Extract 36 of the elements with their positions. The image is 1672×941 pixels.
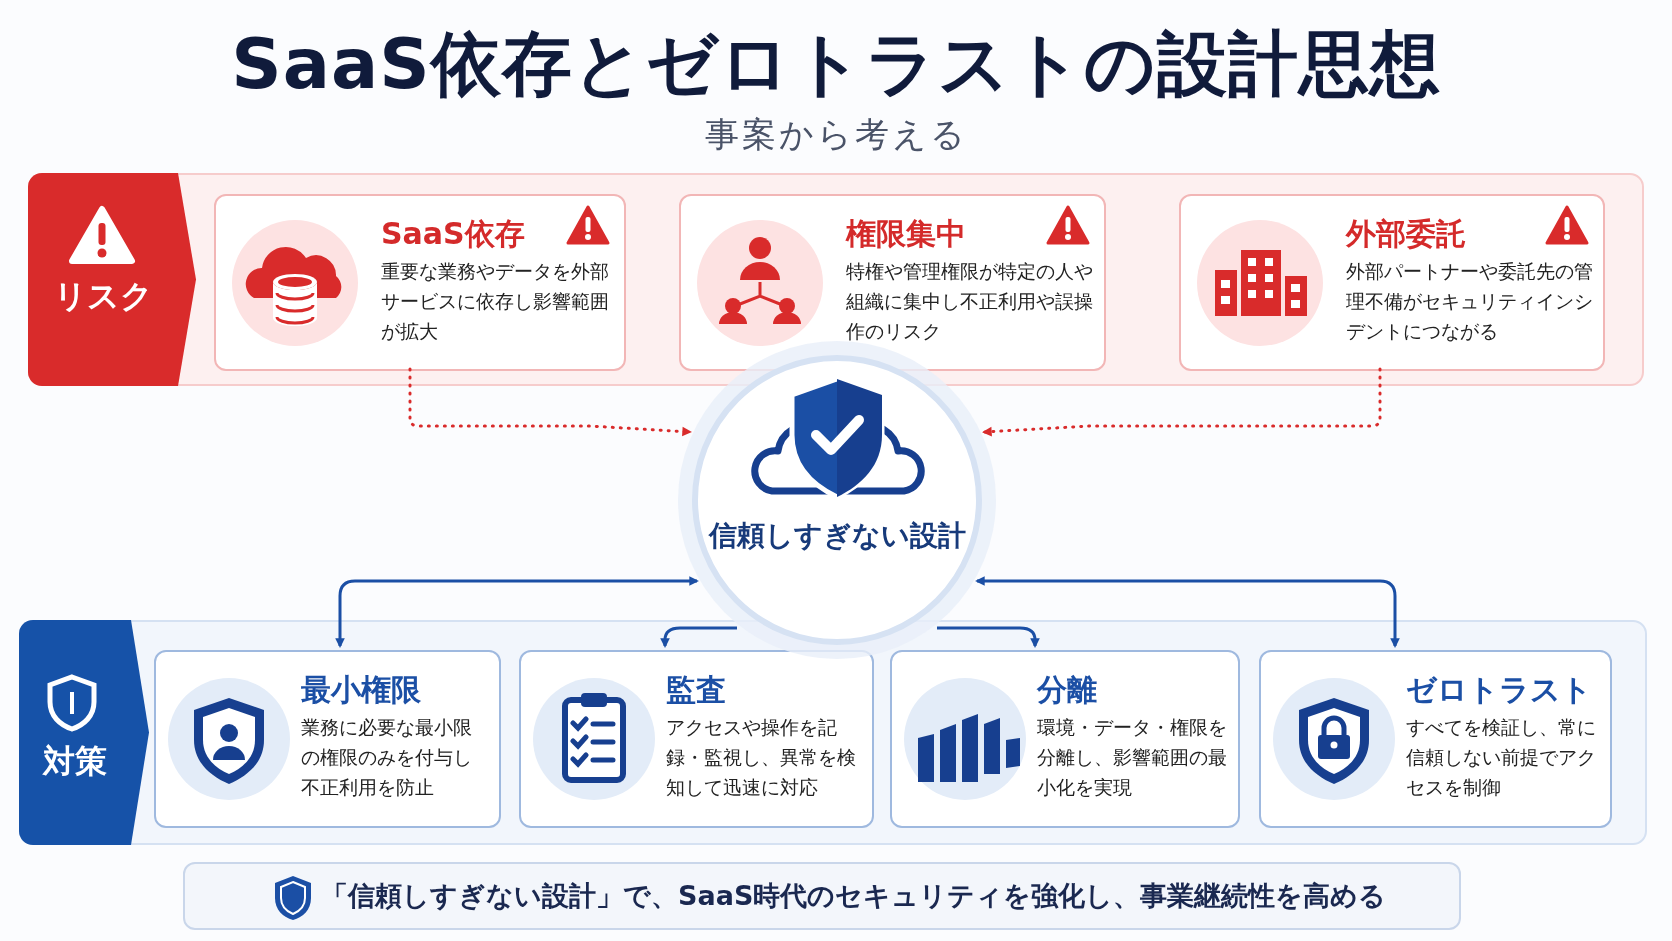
- card-title: SaaS依存: [381, 215, 525, 253]
- measure-card: [154, 650, 501, 828]
- summary-banner: [183, 862, 1461, 930]
- summary-text: 「信頼しすぎない設計」で、SaaS時代のセキュリティを強化し、事業継続性を高める: [321, 879, 1387, 913]
- card-text: 外部パートナーや委託先の管理不備がセキュリティインシデントにつながる: [1346, 259, 1593, 344]
- card-text: 特権や管理権限が特定の人や組織に集中し不正利用や誤操作のリスク: [846, 259, 1094, 344]
- card-text: 業務に必要な最小限の権限のみを付与し不正利用を防止: [301, 715, 473, 800]
- arrow: [335, 576, 699, 648]
- measure-card: [890, 650, 1240, 828]
- title: SaaS依存とゼロトラストの設計思想: [230, 22, 1442, 107]
- card-title: 外部委託: [1346, 215, 1466, 253]
- arrow: [975, 576, 1400, 648]
- arrow: [408, 367, 692, 437]
- section-label: リスク: [52, 276, 154, 317]
- arrow: [660, 626, 737, 648]
- arrow: [982, 367, 1382, 437]
- card-title: 権限集中: [846, 215, 966, 253]
- measure-card: [1259, 650, 1612, 828]
- card-text: アクセスや操作を記録・監視し、異常を検知して迅速に対応: [666, 715, 857, 800]
- card-title: ゼロトラスト: [1406, 671, 1592, 709]
- section-label: 対策: [41, 741, 108, 782]
- measures-panel: [19, 620, 1647, 845]
- risk-card: [214, 194, 626, 371]
- card-text: すべてを検証し、常に信頼しない前提でアクセスを制御: [1406, 715, 1597, 800]
- center-title: 信頼しすぎない設計: [707, 518, 967, 554]
- card-title: 最小権限: [301, 671, 421, 709]
- card-title: 監査: [666, 671, 726, 709]
- measure-card: [519, 650, 874, 828]
- risk-card: [1179, 194, 1605, 371]
- risk-card: [679, 194, 1106, 371]
- risk-panel: [28, 173, 1644, 386]
- card-text: 環境・データ・権限を分離し、影響範囲の最小化を実現: [1037, 715, 1228, 800]
- card-text: 重要な業務やデータを外部サービスに依存し影響範囲が拡大: [381, 259, 610, 344]
- arrow: [937, 626, 1040, 648]
- card-title: 分離: [1037, 671, 1097, 709]
- subtitle: 事案から考える: [703, 113, 969, 156]
